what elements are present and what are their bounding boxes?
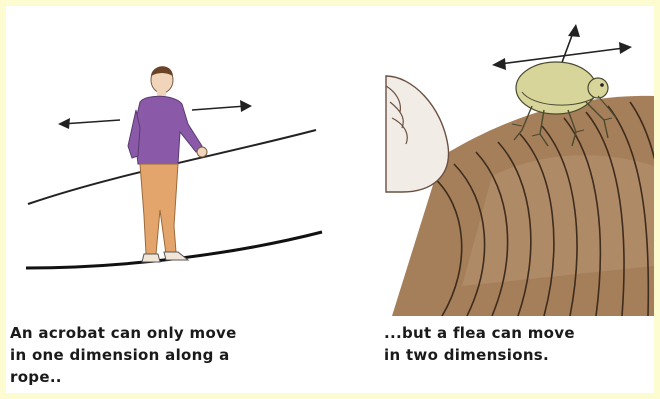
flea-panel: ...but a flea can move in two dimensions… <box>372 6 654 393</box>
illustration-frame: An acrobat can only move in one dimensio… <box>6 6 654 393</box>
right-motion-arrow <box>192 100 252 112</box>
acrobat-pants <box>140 164 178 254</box>
flea-drawing <box>372 6 654 316</box>
acrobat-drawing <box>6 6 356 316</box>
acrobat-panel: An acrobat can only move in one dimensio… <box>6 6 356 393</box>
left-motion-arrow <box>58 118 120 129</box>
acrobat-figure <box>128 66 207 262</box>
acrobat-shirt <box>134 96 202 164</box>
acrobat-caption: An acrobat can only move in one dimensio… <box>10 322 340 388</box>
flea-caption: ...but a flea can move in two dimensions… <box>384 322 654 366</box>
